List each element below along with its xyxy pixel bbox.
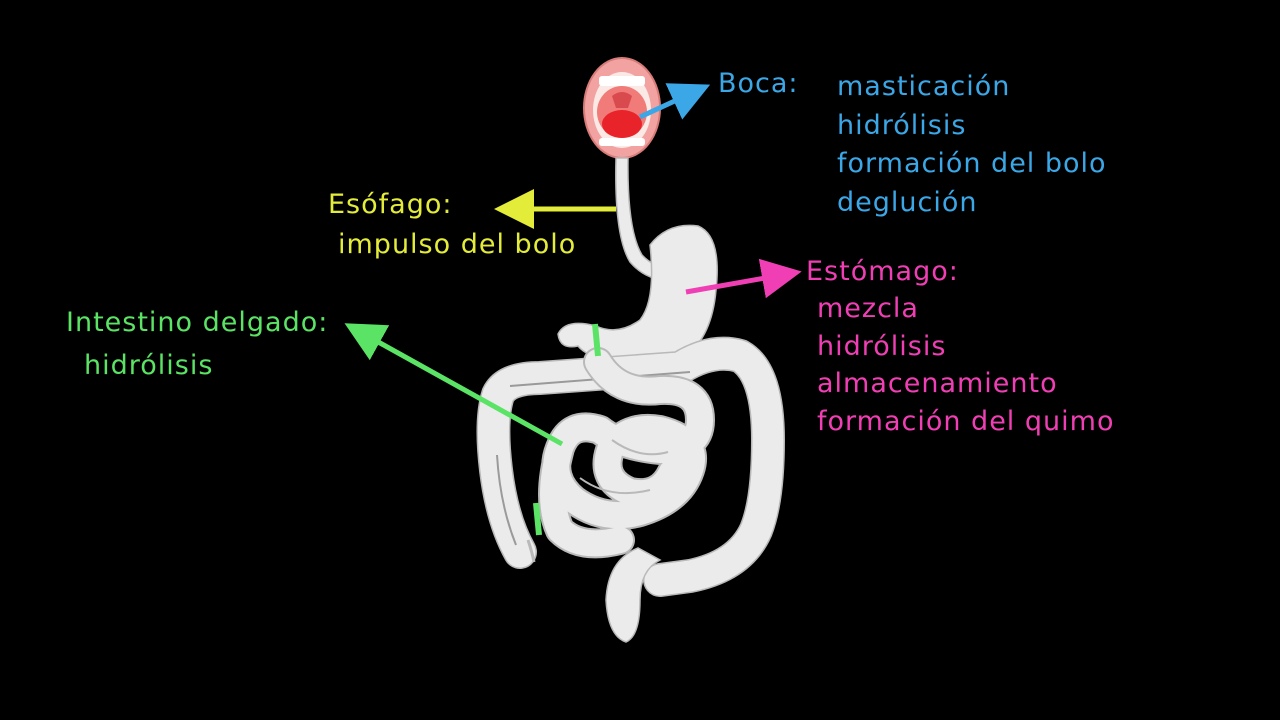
list-item: hidrólisis [837,109,967,141]
arrow-estomago [685,258,802,299]
list-item: deglución [837,186,978,218]
arrow-boca [638,83,711,120]
list-item: almacenamiento [817,368,1058,399]
list-item: masticación [837,71,1011,102]
list-item: formación del quimo [817,405,1115,437]
label-intestino-delgado-item: hidrólisis [84,350,214,381]
label-intestino-delgado-title: Intestino delgado: [66,307,329,338]
label-estomago-title: Estómago: [806,256,959,287]
label-boca-title: Boca: [718,68,799,99]
label-esofago-title: Esófago: [328,189,453,220]
marker-small-intestine-start [592,323,601,357]
label-boca-list: masticación hidrólisis formación del bol… [837,68,1107,222]
label-estomago-list: mezcla hidrólisis almacenamiento formaci… [817,290,1114,440]
list-item: hidrólisis [817,330,947,362]
mouth-illustration [583,57,661,159]
list-item: formación del bolo [837,148,1107,179]
marker-small-intestine-end [533,502,542,536]
small-intestine-shape [538,347,715,559]
large-intestine-shape [476,336,786,643]
label-esofago-item: impulso del bolo [338,229,577,260]
arrow-intestino-delgado [344,323,564,447]
appendix-shape [526,539,536,563]
list-item: mezcla [817,293,919,324]
